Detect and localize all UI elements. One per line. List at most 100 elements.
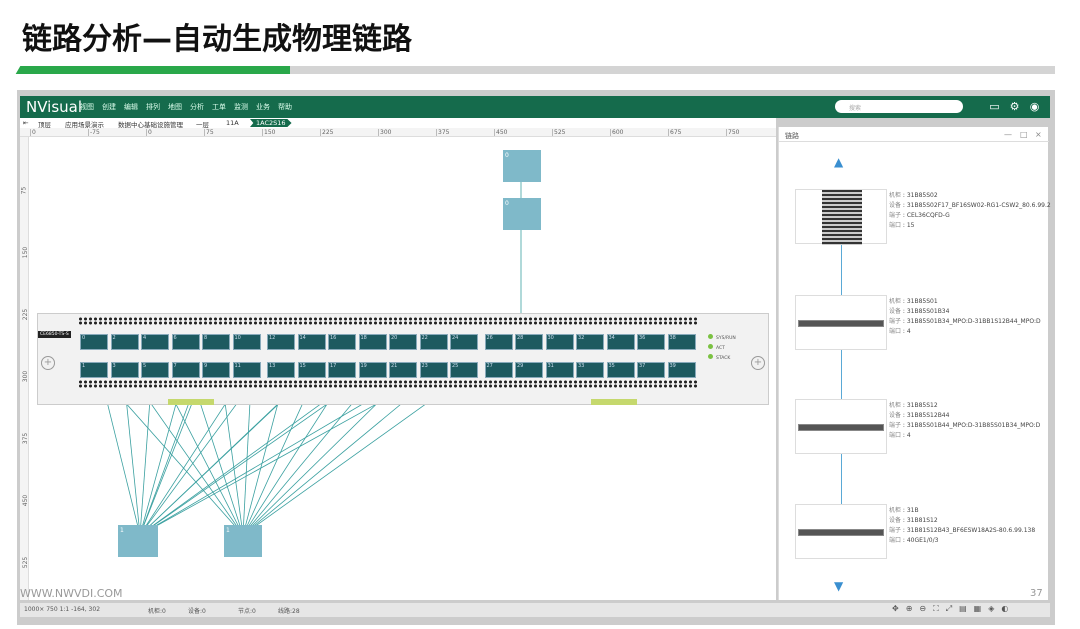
port[interactable]: 6 [171,334,200,350]
search-input[interactable]: 搜索 [835,100,963,113]
maximize-button[interactable]: □ [1020,130,1028,139]
port[interactable]: 36 [637,334,665,350]
port[interactable]: 11 [232,362,261,378]
port[interactable]: 3 [110,362,139,378]
port[interactable]: 38 [667,334,696,350]
port[interactable]: 16 [328,334,356,350]
info-key: 机柜 [889,507,902,514]
device-image [798,424,884,431]
device-thumbnail[interactable] [795,504,887,559]
menu-item[interactable]: 业务 [256,103,270,111]
menu-item[interactable]: 地图 [168,103,182,111]
info-row: 端子 : 31B81S12B43_BF6ESW18A2S-80.6.99.138 [889,526,1035,536]
breadcrumb-item[interactable]: 11A [226,119,239,127]
menu-item[interactable]: 编辑 [124,103,138,111]
device-image [798,529,884,536]
ruler-tick: 375 [436,129,450,136]
port[interactable]: 19 [358,362,387,378]
port[interactable]: 27 [484,362,513,378]
port[interactable]: 15 [297,362,326,378]
port[interactable]: 22 [419,334,448,350]
port[interactable]: 35 [606,362,635,378]
port[interactable]: 12 [267,334,295,350]
port[interactable]: 20 [389,334,417,350]
device-image [798,320,884,327]
ruler-tick: 675 [668,129,682,136]
scroll-down-icon[interactable]: ▼ [834,579,844,593]
port[interactable]: 14 [297,334,326,350]
watermark: WWW.NWVDI.COM [20,587,123,600]
device-thumbnail[interactable] [795,295,887,350]
port[interactable]: 7 [171,362,200,378]
port[interactable]: 34 [606,334,635,350]
port[interactable]: 39 [667,362,696,378]
port[interactable]: 9 [202,362,230,378]
node-box[interactable]: 0 [503,150,541,182]
menu-item[interactable]: 工单 [212,103,226,111]
breadcrumb-item[interactable]: 应用场景演示 [65,121,104,129]
menu-item[interactable]: 排列 [146,103,160,111]
info-value: 31B81S12 [906,517,938,524]
port[interactable]: 23 [419,362,448,378]
menu-item[interactable]: 帮助 [278,103,292,111]
breadcrumb-item[interactable]: 顶层 [38,121,51,129]
port[interactable]: 17 [328,362,356,378]
info-key: 端子 [889,422,902,429]
info-sep: : [901,432,907,439]
port[interactable]: 0 [80,334,108,350]
port[interactable]: 29 [515,362,543,378]
info-sep: : [901,422,907,429]
ruler-tick: 600 [610,129,624,136]
back-icon[interactable]: ⇤ [23,119,29,127]
minimize-button[interactable]: — [1004,130,1012,139]
node-box[interactable]: 0 [503,198,541,230]
port[interactable]: 24 [450,334,478,350]
menu-item[interactable]: 视图 [80,103,94,111]
menu-item[interactable]: 监测 [234,103,248,111]
port[interactable]: 2 [110,334,139,350]
info-value: CEL36CQFD-G [906,212,950,219]
port[interactable]: 1 [80,362,108,378]
led-dot-icon [708,354,713,359]
node-box[interactable]: 1 [224,525,262,557]
port[interactable]: 28 [515,334,543,350]
ruler-tick: 75 [204,129,214,136]
port[interactable]: 5 [141,362,169,378]
gear-icon[interactable]: ⚙ [1009,100,1020,113]
info-sep: : [901,192,907,199]
port[interactable]: 33 [576,362,604,378]
device-thumbnail[interactable] [795,189,887,245]
breadcrumb-item[interactable]: 1AC2S16 [250,119,292,127]
port[interactable]: 8 [202,334,230,350]
breadcrumb-item[interactable]: 数据中心基础设施管理 [118,121,183,129]
scroll-up-icon[interactable]: ▲ [834,155,844,169]
port[interactable]: 13 [267,362,295,378]
port[interactable]: 10 [232,334,261,350]
port[interactable]: 18 [358,334,387,350]
info-sep: : [901,202,907,209]
menu-item[interactable]: 创建 [102,103,116,111]
port[interactable]: 30 [545,334,574,350]
port[interactable]: 32 [576,334,604,350]
user-icon[interactable]: ◉ [1029,100,1040,113]
menu-item[interactable]: 分析 [190,103,204,111]
status-led: SYS/RUN [708,334,736,341]
node-box[interactable]: 1 [118,525,158,557]
toolbar-icons[interactable]: ✥⊕⊖⛶⤢▤▦◈◐ [892,604,1016,613]
port[interactable]: 37 [637,362,665,378]
close-button[interactable]: × [1035,130,1042,139]
port[interactable]: 31 [545,362,574,378]
port[interactable]: 21 [389,362,417,378]
breadcrumb-item[interactable]: 一层 [196,121,209,129]
port[interactable]: 26 [484,334,513,350]
port[interactable]: 25 [450,362,478,378]
chat-icon[interactable]: ▭ [989,100,1000,113]
port[interactable]: 4 [141,334,169,350]
device-thumbnail[interactable] [795,399,887,454]
